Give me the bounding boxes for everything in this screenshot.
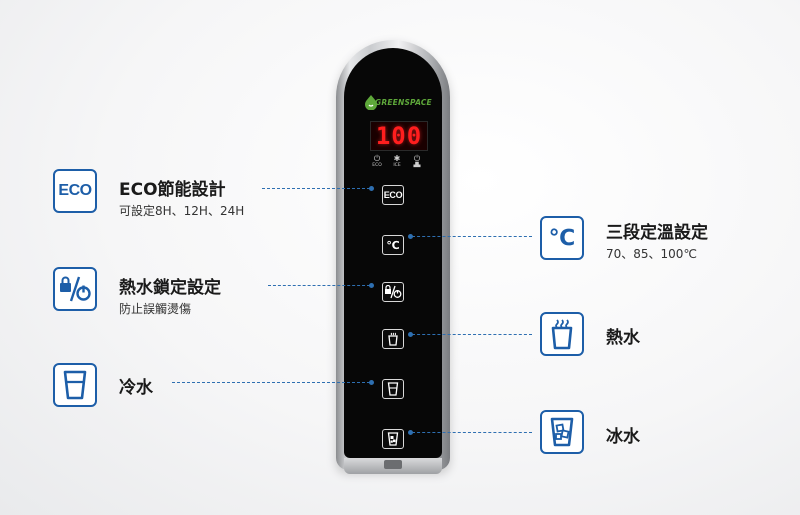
eco-feature-title: ECO節能設計 [119,180,226,200]
eco-feature-subtitle: 可設定8H、12H、24H [119,204,245,218]
temp-button-label: ℃ [386,238,400,252]
status-eco: ⏻ ECO [369,154,385,169]
status-ice: ✱ ICE [389,154,405,169]
eco-button-label: ECO [383,190,403,200]
hot-feature-icon [540,312,584,356]
lock-feature-icon [53,267,97,311]
status-eco-label: ECO [372,163,382,168]
status-hot: ⏻ ▟▙ [409,154,425,169]
leaf-drop-icon [365,95,377,110]
lock-power-icon [385,285,402,299]
cold-cup-icon [63,370,87,400]
hot-cup-icon [551,319,573,350]
ice-feature-title: 冰水 [606,427,640,447]
cold-cup-icon [387,382,399,396]
temperature-display: 100 [370,121,428,151]
temperature-button[interactable]: ℃ [382,235,404,255]
eco-feature-icon: ECO [53,169,97,213]
hot-feature-title: 熱水 [606,328,640,348]
snowflake-icon: ✱ [393,154,401,163]
temp-feature-icon: ℃ [540,216,584,260]
brand-logo: GREENSPACE [364,92,440,112]
lock-power-icon [60,276,91,302]
status-indicator-row: ⏻ ECO ✱ ICE ⏻ ▟▙ [367,154,427,174]
eco-connector [262,188,370,189]
power-icon: ⏻ [373,154,381,163]
status-ice-label: ICE [393,163,401,168]
ice-cup-icon [387,432,399,446]
ice-feature-icon [540,410,584,454]
lock-button[interactable] [382,282,404,302]
eco-button[interactable]: ECO [382,185,404,205]
lock-feature-title: 熱水鎖定設定 [119,278,221,298]
temp-connector [412,236,532,237]
temp-icon-text: ℃ [548,225,576,251]
temp-feature-title: 三段定溫設定 [606,223,708,243]
ice-cup-icon [550,417,574,447]
brand-name: GREENSPACE [375,98,432,107]
lock-feature-subtitle: 防止誤觸燙傷 [119,302,192,316]
hot-water-button[interactable] [382,329,404,349]
hot-cup-icon [388,332,398,346]
cold-feature-icon [53,363,97,407]
cold-water-button[interactable] [382,379,404,399]
display-value: 100 [375,122,423,150]
control-panel-face: GREENSPACE 100 ⏻ ECO ✱ ICE ⏻ ▟▙ [344,48,442,458]
eco-icon-text: ECO [58,182,92,199]
cold-connector [172,382,370,383]
hot-connector [412,334,532,335]
device-base [344,458,442,474]
temp-feature-subtitle: 70、85、100℃ [606,247,697,261]
water-dispenser-panel: GREENSPACE 100 ⏻ ECO ✱ ICE ⏻ ▟▙ [336,40,450,474]
ice-water-button[interactable] [382,429,404,449]
cold-feature-title: 冷水 [119,378,153,398]
thermo-icon: ⏻ [413,154,421,163]
lock-connector [268,285,370,286]
ice-connector [412,432,532,433]
